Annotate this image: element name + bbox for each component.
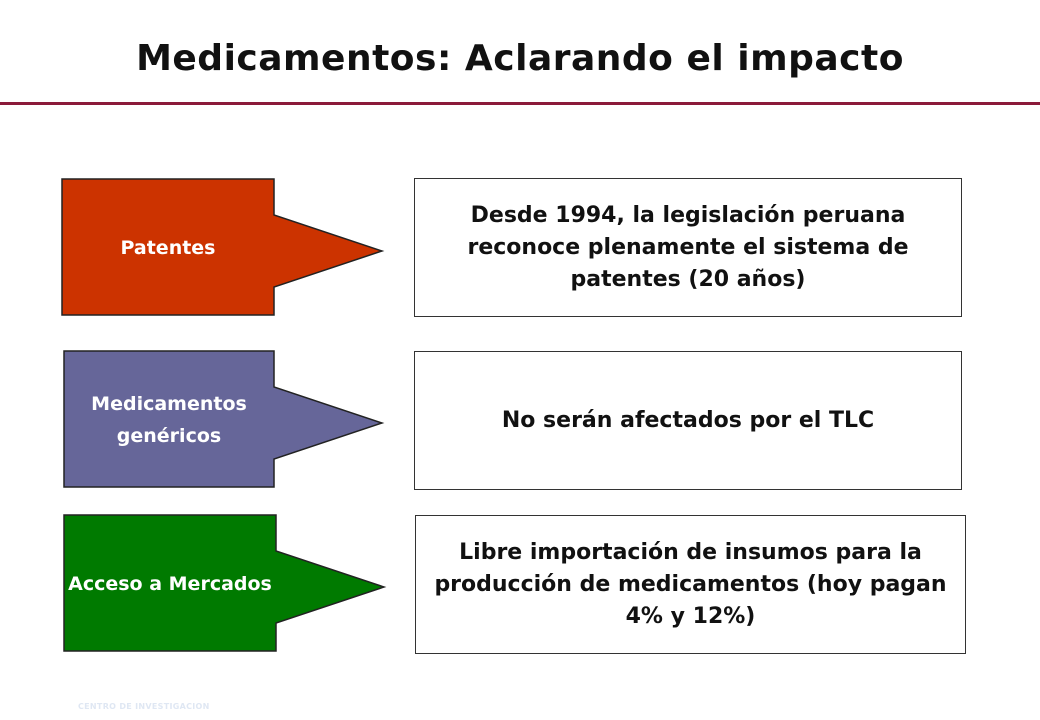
mercados-arrow-shape <box>63 514 387 652</box>
genericos-description: No serán afectados por el TLC <box>414 351 962 490</box>
genericos-label: Medicamentos genéricos <box>91 393 247 447</box>
title-divider <box>0 102 1040 105</box>
patentes-arrow-shape <box>61 178 385 316</box>
patentes-label: Patentes <box>120 237 216 259</box>
mercados-arrow <box>62 514 388 654</box>
genericos-arrow-shape <box>63 350 385 488</box>
patentes-description: Desde 1994, la legislación peruana recon… <box>414 178 962 317</box>
footer-watermark: CENTRO DE INVESTIGACION <box>78 702 210 711</box>
patentes-arrow <box>60 178 386 318</box>
mercados-description: Libre importación de insumos para la pro… <box>415 515 966 654</box>
genericos-arrow <box>62 350 388 490</box>
slide-title: Medicamentos: Aclarando el impacto <box>136 38 904 79</box>
mercados-label: Acceso a Mercados <box>68 573 272 595</box>
